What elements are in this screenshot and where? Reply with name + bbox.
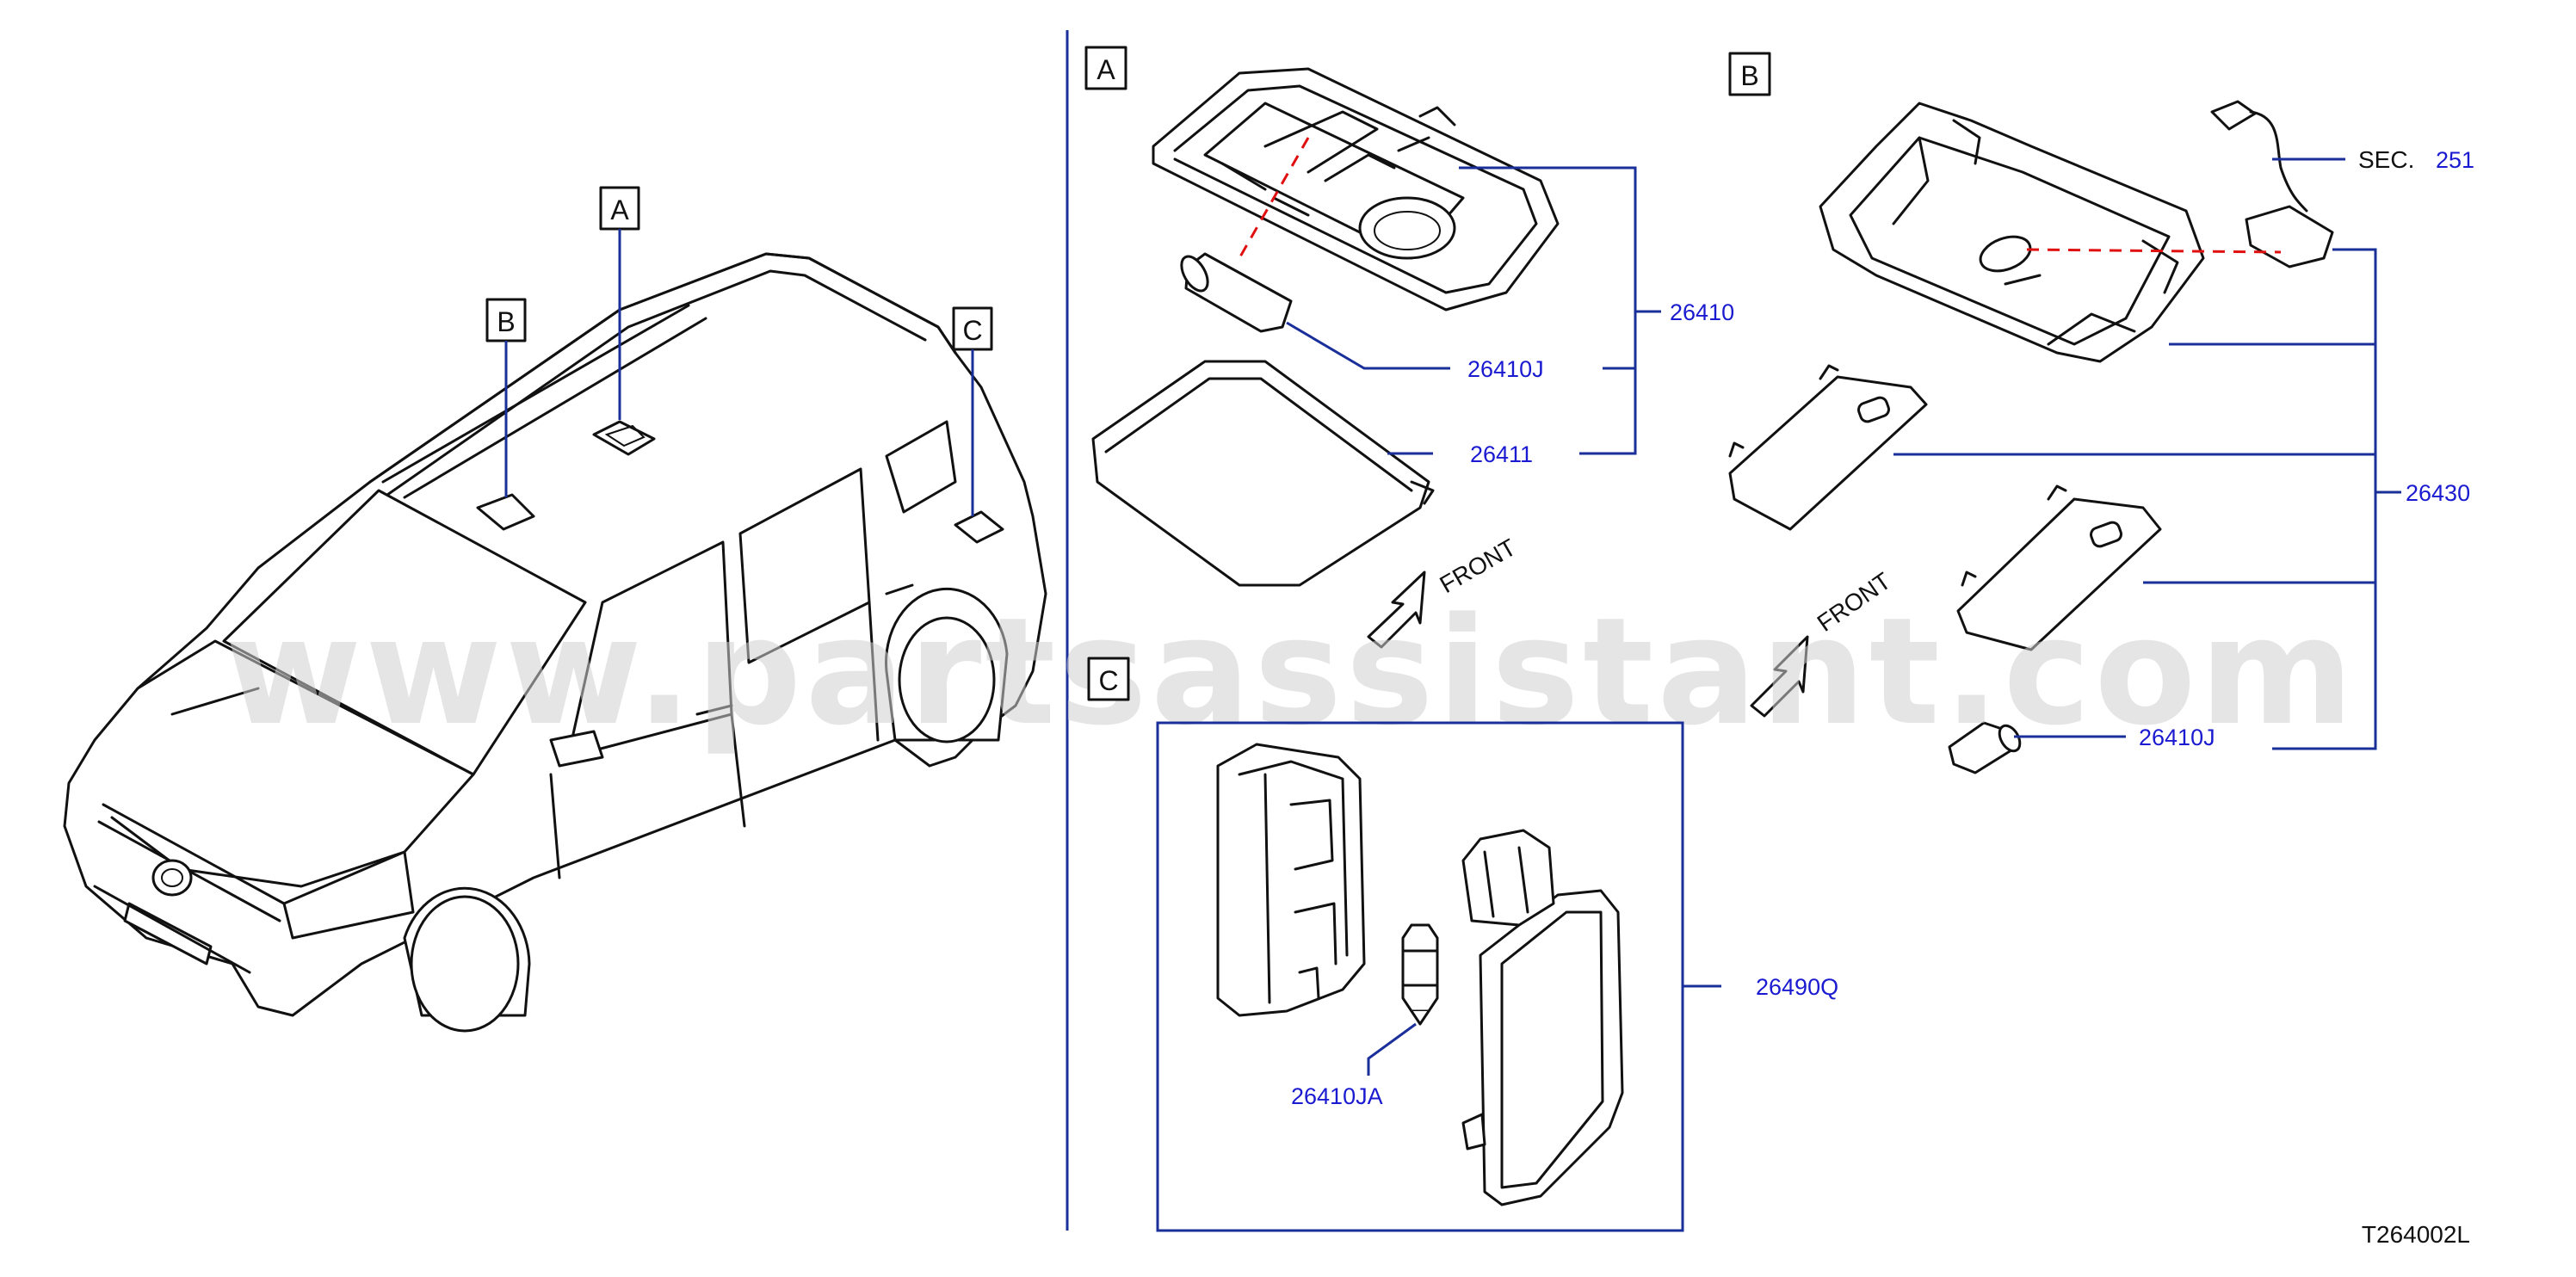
part-26410: 26410 bbox=[1670, 299, 1734, 325]
bulb-26410J-a bbox=[1184, 252, 1293, 333]
drawing-code: T264002L bbox=[2362, 1221, 2470, 1248]
bulb-26410JA bbox=[1401, 923, 1439, 1013]
view-a: A 26410 26410J 26411 FRON bbox=[1084, 46, 1734, 649]
map-lamp-housing bbox=[1152, 67, 1560, 312]
roof-lamp-marker-b bbox=[476, 493, 535, 531]
lens-26411 bbox=[1091, 360, 1430, 587]
part-26410JA: 26410JA bbox=[1291, 1083, 1383, 1109]
room-lamp-housing bbox=[1819, 102, 2205, 363]
vehicle-label-a: A bbox=[599, 186, 640, 420]
cargo-lamp-lens bbox=[1479, 889, 1624, 1206]
view-b: B SEC. 251 bbox=[1728, 52, 2474, 774]
vehicle-label-c: C bbox=[952, 306, 993, 516]
view-c-frame bbox=[1156, 721, 1684, 1232]
view-c: C 26410JA 26490Q bbox=[1087, 657, 1838, 1232]
svg-text:A: A bbox=[1096, 54, 1115, 85]
part-26410J-a: 26410J bbox=[1467, 356, 1544, 382]
section-number: 251 bbox=[2436, 147, 2474, 173]
svg-text:C: C bbox=[962, 315, 982, 346]
cargo-lamp-base bbox=[1216, 743, 1366, 1017]
svg-text:B: B bbox=[497, 306, 515, 337]
part-26411: 26411 bbox=[1470, 441, 1533, 467]
roof-lamp-marker-a bbox=[592, 420, 656, 456]
connector-plug bbox=[2210, 100, 2257, 131]
svg-text:B: B bbox=[1740, 60, 1758, 91]
part-26410J-b: 26410J bbox=[2139, 725, 2215, 750]
watermark: www.partsassistant.com bbox=[225, 585, 2357, 758]
svg-text:A: A bbox=[610, 194, 629, 225]
connector-socket bbox=[2245, 205, 2334, 268]
vehicle-overview bbox=[63, 252, 1047, 1033]
part-26490Q: 26490Q bbox=[1756, 974, 1838, 1000]
vehicle-label-b: B bbox=[485, 298, 527, 497]
part-26430: 26430 bbox=[2406, 480, 2470, 506]
section-prefix: SEC. bbox=[2358, 146, 2414, 173]
svg-text:C: C bbox=[1098, 665, 1118, 696]
